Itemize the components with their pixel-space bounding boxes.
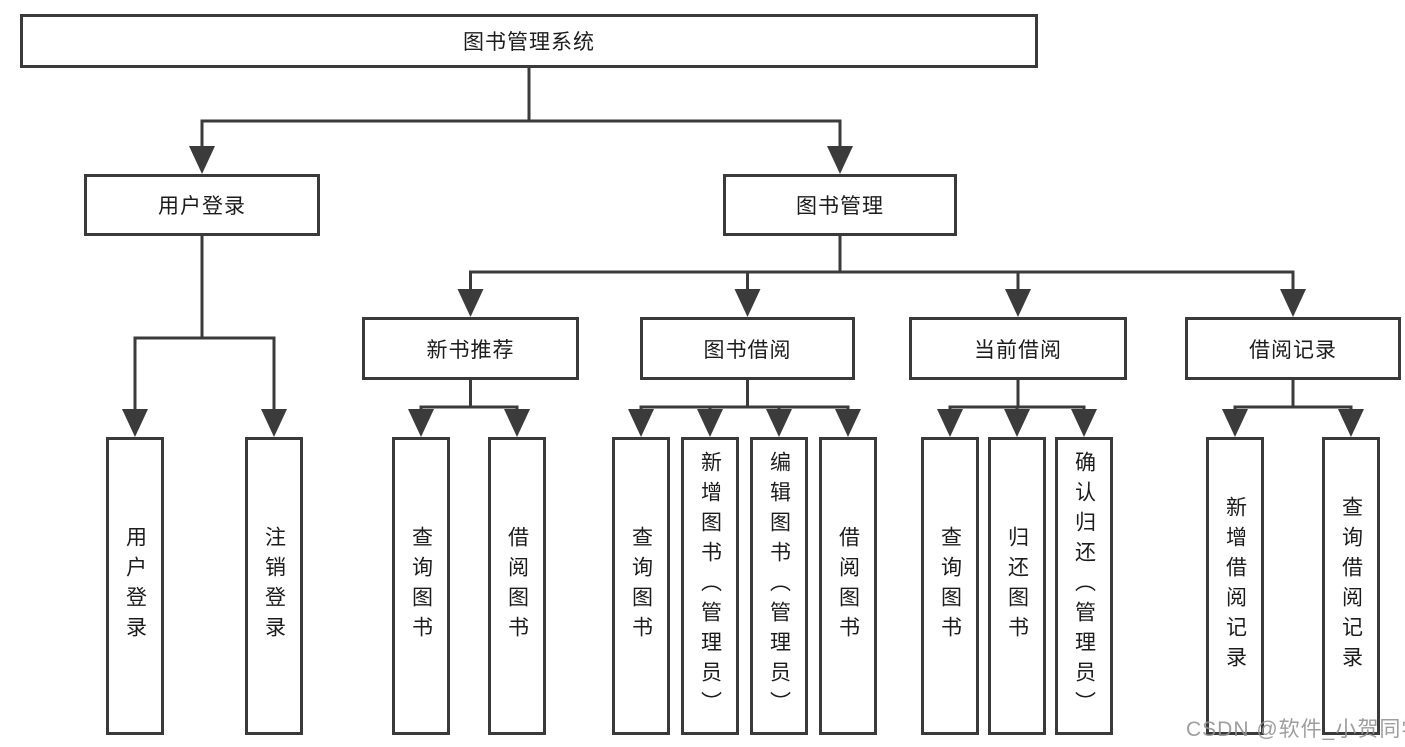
node-label: 借阅记录: [1249, 338, 1337, 362]
node-label: 查询图书: [938, 526, 962, 646]
leaf-query-books-borrow: 查询图书: [612, 437, 670, 735]
node-label: 查询图书: [629, 526, 653, 646]
node-root-library-system: 图书管理系统: [20, 14, 1038, 68]
node-label: 归还图书: [1005, 526, 1029, 646]
leaf-user-login: 用户登录: [106, 437, 164, 735]
node-label: 确认归还（管理员）: [1072, 451, 1096, 721]
leaf-add-borrow-record: 新增借阅记录: [1206, 437, 1264, 735]
connector-current-borrow-children: [937, 378, 1097, 437]
node-label: 借阅图书: [505, 526, 529, 646]
connector-book-management-children: [457, 234, 1306, 317]
leaf-add-books-admin: 新增图书（管理员）: [681, 437, 739, 735]
node-label: 编辑图书（管理员）: [767, 451, 791, 721]
node-label: 查询借阅记录: [1339, 496, 1363, 676]
leaf-query-books-recommend: 查询图书: [392, 437, 450, 735]
node-label: 查询图书: [409, 526, 433, 646]
node-label: 借阅图书: [836, 526, 860, 646]
node-book-management: 图书管理: [723, 174, 957, 236]
connector-new-book-recommend-children: [408, 378, 530, 437]
node-current-borrow: 当前借阅: [909, 317, 1127, 380]
node-label: 用户登录: [158, 195, 246, 218]
node-label: 图书借阅: [703, 338, 792, 362]
node-borrow-records: 借阅记录: [1185, 317, 1401, 380]
connector-book-borrow-children: [628, 378, 861, 437]
leaf-query-borrow-record: 查询借阅记录: [1322, 437, 1380, 735]
node-label: 新增借阅记录: [1223, 496, 1247, 676]
node-label: 新增图书（管理员）: [698, 451, 722, 721]
connector-user-login-children: [122, 234, 287, 437]
leaf-logout: 注销登录: [245, 437, 303, 735]
leaf-borrow-books-recommend: 借阅图书: [488, 437, 546, 735]
node-label: 新书推荐: [426, 338, 515, 362]
csdn-watermark: CSDN @软件_小贺同学: [1186, 718, 1405, 741]
leaf-return-books: 归还图书: [988, 437, 1046, 735]
node-label: 图书管理: [796, 195, 884, 218]
leaf-confirm-return-admin: 确认归还（管理员）: [1055, 437, 1113, 735]
node-new-book-recommend: 新书推荐: [362, 317, 579, 380]
node-label: 当前借阅: [974, 338, 1062, 362]
leaf-borrow-books: 借阅图书: [819, 437, 877, 735]
node-label: 用户登录: [123, 526, 147, 646]
leaf-query-books-current: 查询图书: [921, 437, 979, 735]
leaf-edit-books-admin: 编辑图书（管理员）: [750, 437, 808, 735]
node-user-login: 用户登录: [84, 174, 320, 236]
node-label: 注销登录: [262, 526, 286, 646]
connector-borrow-records-children: [1222, 378, 1364, 437]
connector-root-to-level2: [189, 66, 853, 174]
node-book-borrow: 图书借阅: [640, 317, 855, 380]
node-label: 图书管理系统: [463, 31, 595, 54]
